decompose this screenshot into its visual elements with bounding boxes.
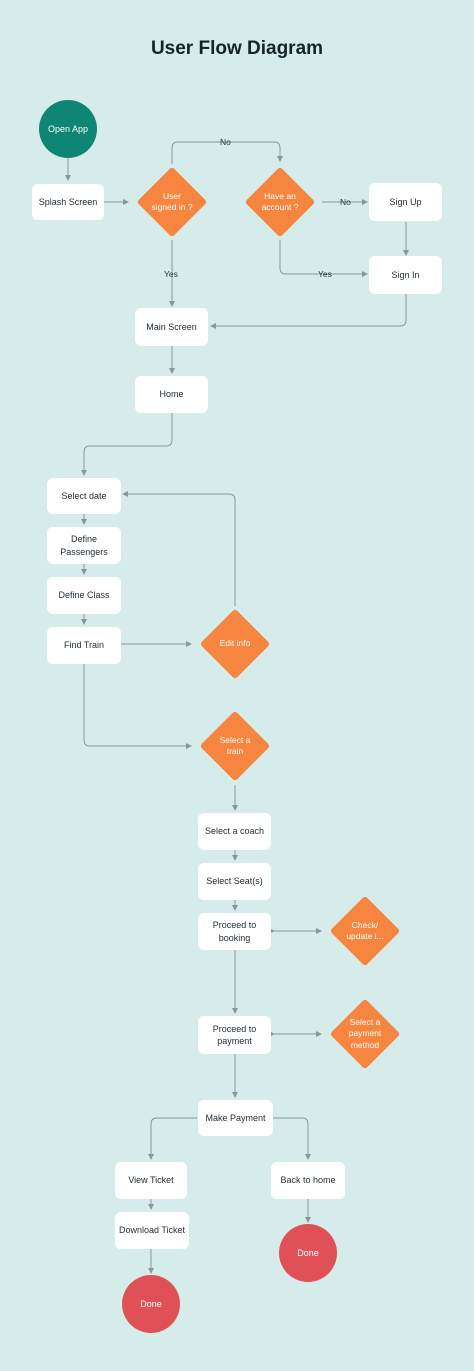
decision-label: Have an account ? [261, 190, 299, 212]
main-screen-node: Main Screen [135, 308, 208, 346]
open-app-start-node: Open App [39, 100, 97, 158]
edge-label-no: No [340, 197, 351, 207]
proceed-payment-node: Proceed to payment [198, 1016, 271, 1054]
back-to-home-node: Back to home [271, 1162, 345, 1199]
check-update-decision: Check/ update i... [327, 893, 403, 969]
make-payment-node: Make Payment [198, 1100, 273, 1136]
decision-label: Check/ update i... [346, 919, 384, 941]
have-account-decision: Have an account ? [242, 164, 318, 240]
sign-in-node: Sign In [369, 256, 442, 294]
decision-label: User signed in ? [151, 190, 193, 212]
done-end-node: Done [122, 1275, 180, 1333]
decision-label: Select a payment method [348, 1016, 382, 1050]
download-ticket-node: Download Ticket [115, 1212, 189, 1249]
diagram-title: User Flow Diagram [150, 38, 324, 59]
find-train-node: Find Train [47, 627, 121, 664]
edge-label-yes: Yes [318, 269, 332, 279]
done-end-node: Done [279, 1224, 337, 1282]
decision-label: Edit info [219, 638, 251, 649]
decision-label: Select a train [219, 734, 251, 756]
home-node: Home [135, 376, 208, 413]
user-signed-in-decision: User signed in ? [134, 164, 210, 240]
select-coach-node: Select a coach [198, 813, 271, 850]
proceed-booking-node: Proceed to booking [198, 913, 271, 950]
edge-label-yes: Yes [164, 269, 178, 279]
sign-up-node: Sign Up [369, 183, 442, 221]
select-seats-node: Select Seat(s) [198, 863, 271, 900]
splash-screen-node: Splash Screen [32, 184, 104, 220]
edge-label-no: No [220, 137, 231, 147]
edit-info-decision: Edit info [197, 606, 273, 682]
select-date-node: Select date [47, 478, 121, 514]
define-passengers-node: Define Passengers [47, 527, 121, 564]
select-train-decision: Select a train [197, 708, 273, 784]
define-class-node: Define Class [47, 577, 121, 614]
select-payment-method-decision: Select a payment method [327, 996, 403, 1072]
view-ticket-node: View Ticket [115, 1162, 187, 1199]
